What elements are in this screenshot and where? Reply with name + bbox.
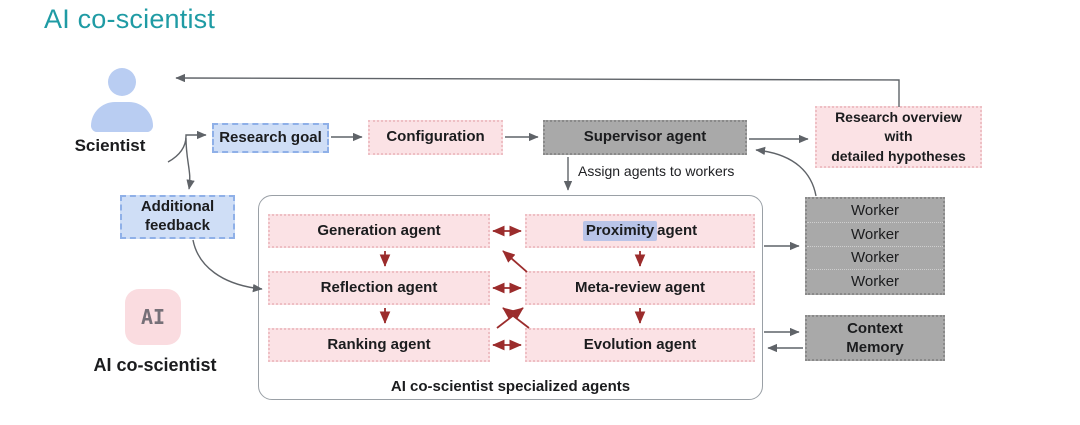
worker-row: Worker [807, 199, 943, 223]
research-overview-line: with [884, 128, 913, 145]
additional-feedback-box: Additional feedback [120, 195, 235, 239]
worker-row: Worker [807, 223, 943, 247]
proximity-agent-rest: agent [657, 221, 698, 239]
ai-icon: AI [125, 289, 181, 345]
proximity-agent-box: Proximity agent [525, 214, 755, 248]
scientist-label: Scientist [74, 136, 146, 155]
context-memory-box: Context Memory [805, 315, 945, 361]
research-overview-line: detailed hypotheses [831, 147, 966, 164]
additional-feedback-line: feedback [144, 217, 211, 234]
worker-stack: Worker Worker Worker Worker [805, 197, 945, 295]
context-memory-line: Memory [846, 339, 904, 356]
additional-feedback-line: Additional [140, 198, 215, 216]
proximity-highlighted-text: Proximity [582, 220, 658, 242]
container-caption: AI co-scientist specialized agents [390, 378, 631, 395]
evolution-agent-box: Evolution agent [525, 328, 755, 362]
arrow-overview-to-scientist [175, 73, 900, 107]
worker-row: Worker [850, 273, 900, 291]
research-goal-box: Research goal [212, 123, 329, 153]
scientist-icon-body [91, 102, 153, 132]
arrow-workers-to-supervisor [755, 146, 817, 197]
meta-review-agent-box: Meta-review agent [525, 271, 755, 305]
generation-agent-box: Generation agent [268, 214, 490, 248]
worker-row: Worker [807, 247, 943, 271]
ranking-agent-box: Ranking agent [268, 328, 490, 362]
ai-co-scientist-label: AI co-scientist [93, 355, 217, 375]
arrow-scientist-to-additional-feedback [185, 137, 195, 190]
page-title: AI co-scientist [44, 4, 216, 34]
configuration-box: Configuration [368, 120, 503, 155]
assign-agents-label: Assign agents to workers [578, 163, 735, 179]
arrow-feedback-to-reflection [192, 239, 263, 293]
supervisor-agent-box: Supervisor agent [543, 120, 747, 155]
scientist-icon [108, 68, 136, 96]
research-overview-box: Research overview with detailed hypothes… [815, 106, 982, 168]
reflection-agent-box: Reflection agent [268, 271, 490, 305]
arrow-scientist-to-research-goal [167, 130, 207, 163]
context-memory-line: Context [847, 319, 903, 337]
research-overview-line: Research overview [835, 108, 962, 125]
